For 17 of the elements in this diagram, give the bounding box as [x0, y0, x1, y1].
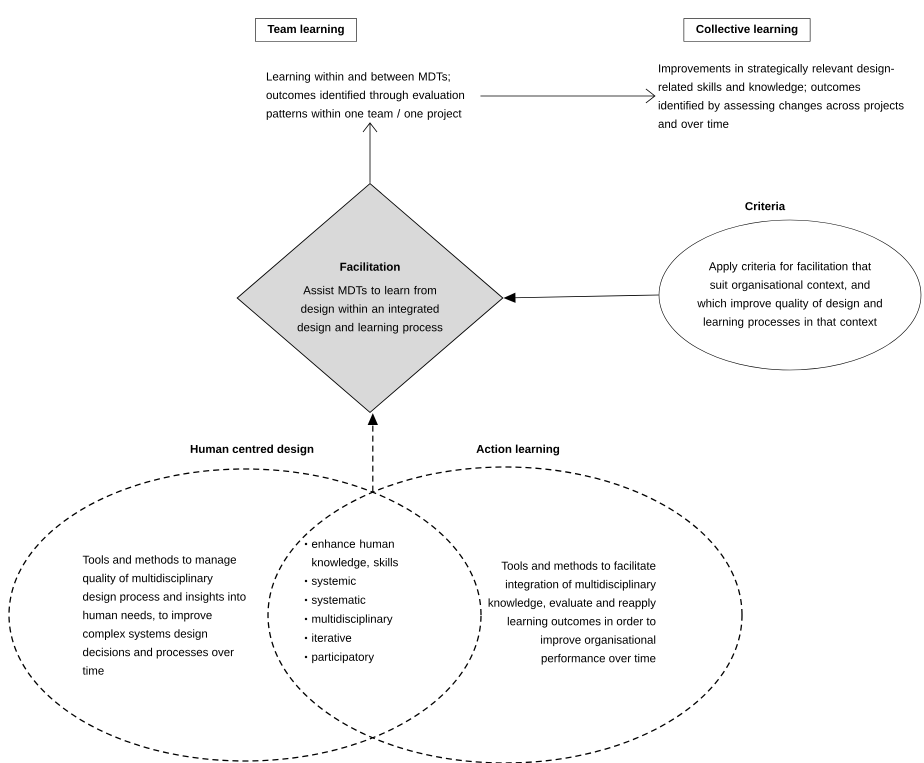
bullet-item: multidisciplinary: [304, 614, 393, 626]
body-text: Apply criteria for facilitation that suit organisational context, and which improve quality of design and learning processes in that context: [697, 262, 882, 328]
title-box: Team learning: [255, 18, 357, 42]
heading: Criteria: [745, 202, 786, 210]
bullet-item: participatory: [304, 652, 374, 664]
title-box: Collective learning: [684, 18, 810, 42]
arrow: [362, 122, 378, 184]
description-text: Improvements in strategically relevant design-related skills and knowledge; outcomes identified by assessing changes across projects and over time: [658, 64, 904, 128]
description-text: Learning within and between MDTs; outcomes identified through evaluation patterns within one team / one project: [266, 72, 464, 120]
bullet-item: iterative: [304, 633, 352, 642]
body-text: Tools and methods to manage quality of multidisciplinary design process and insights into human needs, to improve complex systems design decisions and processes over time: [82, 555, 246, 675]
heading: Action learning: [476, 444, 560, 456]
body-text: Tools and methods to facilitate integration of multidisciplinary knowledge, evaluate and reapply learning outcomes in order to improve organisational performance over time: [488, 561, 656, 665]
arrow: [480, 88, 656, 104]
heading: Human centred design: [190, 444, 314, 456]
bullet-item: systemic: [304, 576, 356, 588]
bullet-item: systematic: [304, 595, 366, 606]
